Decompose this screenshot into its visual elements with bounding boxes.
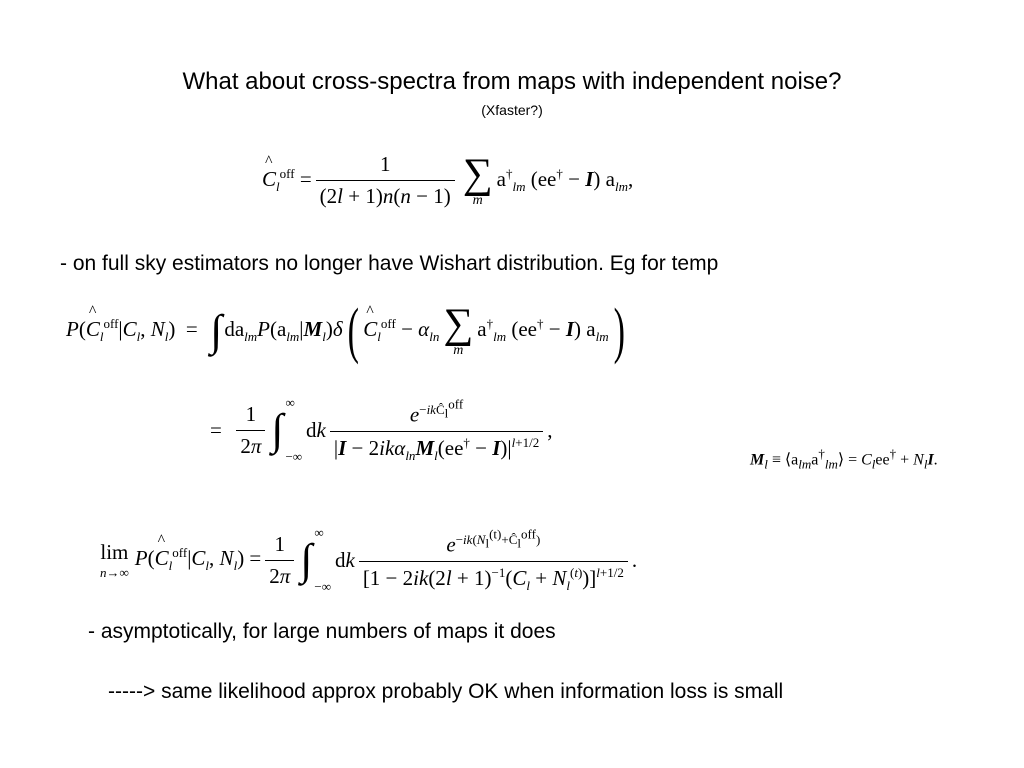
- equation-probability: P(Cloff|Cl, Nl) = ∫ dalmP(alm|Ml)δ ( Clo…: [66, 300, 629, 362]
- bullet-wishart: - on full sky estimators no longer have …: [60, 252, 719, 275]
- bullet-asymptotic: - asymptotically, for large numbers of m…: [88, 620, 556, 643]
- equation-ml-definition: Ml ≡ ⟨alma†lm⟩ = Clee† + NlI.: [750, 446, 938, 472]
- bullet-likelihood: -----> same likelihood approx probably O…: [108, 680, 784, 703]
- slide-title: What about cross-spectra from maps with …: [182, 68, 842, 95]
- slide-subtitle: (Xfaster?): [481, 102, 543, 118]
- equation-estimator: Cloff = 1(2l + 1)n(n − 1) ∑m a†lm (ee† −…: [262, 152, 633, 209]
